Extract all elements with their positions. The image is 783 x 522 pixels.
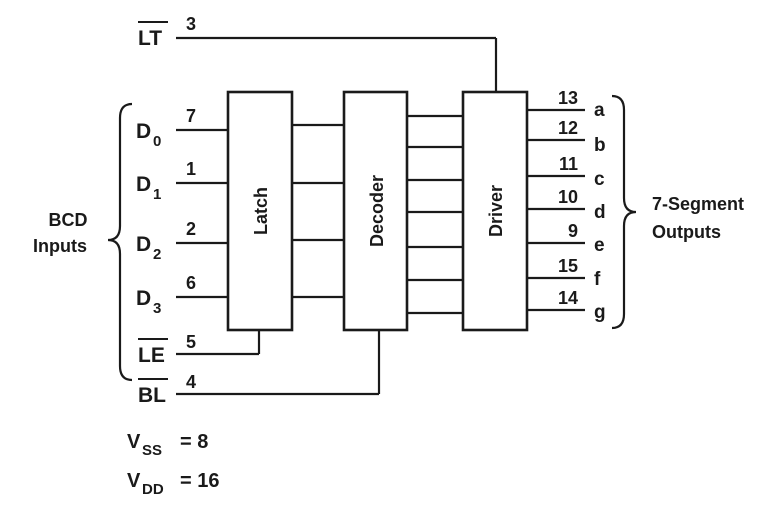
driver-block: Driver <box>461 90 529 332</box>
input-d3: D 3 6 <box>136 273 196 317</box>
input-d3-sub: 3 <box>153 300 161 317</box>
output-a: 13 a <box>558 88 605 121</box>
input-d1-sub: 1 <box>153 186 161 203</box>
left-brace <box>107 102 133 382</box>
bcd-label-line2: Inputs <box>33 236 87 256</box>
vss-sub: SS <box>142 442 162 459</box>
pin-d1: 1 <box>186 159 196 179</box>
pin-out-a: 13 <box>558 88 578 108</box>
output-e: 9 e <box>568 221 605 256</box>
pin-le: 5 <box>186 332 196 352</box>
seven-segment-label-line2: Outputs <box>652 222 721 242</box>
pin-d2: 2 <box>186 219 196 239</box>
segment-a: a <box>594 100 605 121</box>
input-d0-base: D <box>136 120 151 143</box>
input-d2-base: D <box>136 233 151 256</box>
input-d0: D 0 7 <box>136 106 196 150</box>
segment-f: f <box>594 269 601 290</box>
output-g: 14 g <box>558 288 606 323</box>
input-d2: D 2 2 <box>136 219 196 263</box>
output-c: 11 c <box>559 154 605 190</box>
output-b: 12 b <box>558 118 606 156</box>
driver-label: Driver <box>486 185 506 237</box>
vdd-sub: DD <box>142 481 164 498</box>
pin-lt: 3 <box>186 14 196 34</box>
signal-lt-label: LT <box>138 27 162 50</box>
latch-label: Latch <box>251 187 271 235</box>
pin-out-e: 9 <box>568 221 578 241</box>
input-d3-base: D <box>136 287 151 310</box>
input-d1-base: D <box>136 173 151 196</box>
input-d1: D 1 1 <box>136 159 196 203</box>
pin-out-g: 14 <box>558 288 578 308</box>
signal-bl: BL 4 <box>138 372 196 407</box>
pin-out-c: 11 <box>559 154 578 174</box>
power-vdd: V DD = 16 <box>127 470 219 498</box>
vdd-value: = 16 <box>180 470 219 492</box>
signal-lt: LT 3 <box>138 14 196 50</box>
signal-le: LE 5 <box>138 332 196 367</box>
signal-le-label: LE <box>138 344 165 367</box>
wires <box>176 36 585 396</box>
output-d: 10 d <box>558 187 606 223</box>
decoder-block: Decoder <box>342 90 409 332</box>
signal-bl-label: BL <box>138 384 166 407</box>
segment-d: d <box>594 202 606 223</box>
decoder-label: Decoder <box>367 175 387 247</box>
pin-out-f: 15 <box>558 256 578 276</box>
pin-d3: 6 <box>186 273 196 293</box>
pin-bl: 4 <box>186 372 196 392</box>
latch-block: Latch <box>226 90 294 332</box>
vdd-base: V <box>127 470 141 492</box>
vss-value: = 8 <box>180 431 208 453</box>
power-vss: V SS = 8 <box>127 431 208 459</box>
vss-base: V <box>127 431 141 453</box>
seven-segment-label-line1: 7-Segment <box>652 194 744 214</box>
segment-b: b <box>594 135 606 156</box>
input-d2-sub: 2 <box>153 246 161 263</box>
pin-out-d: 10 <box>558 187 578 207</box>
pin-out-b: 12 <box>558 118 578 138</box>
segment-c: c <box>594 169 605 190</box>
segment-g: g <box>594 302 606 323</box>
pin-d0: 7 <box>186 106 196 126</box>
segment-e: e <box>594 235 605 256</box>
right-brace <box>611 94 637 330</box>
bcd-label-line1: BCD <box>49 210 88 230</box>
input-d0-sub: 0 <box>153 133 161 150</box>
output-f: 15 f <box>558 256 601 290</box>
